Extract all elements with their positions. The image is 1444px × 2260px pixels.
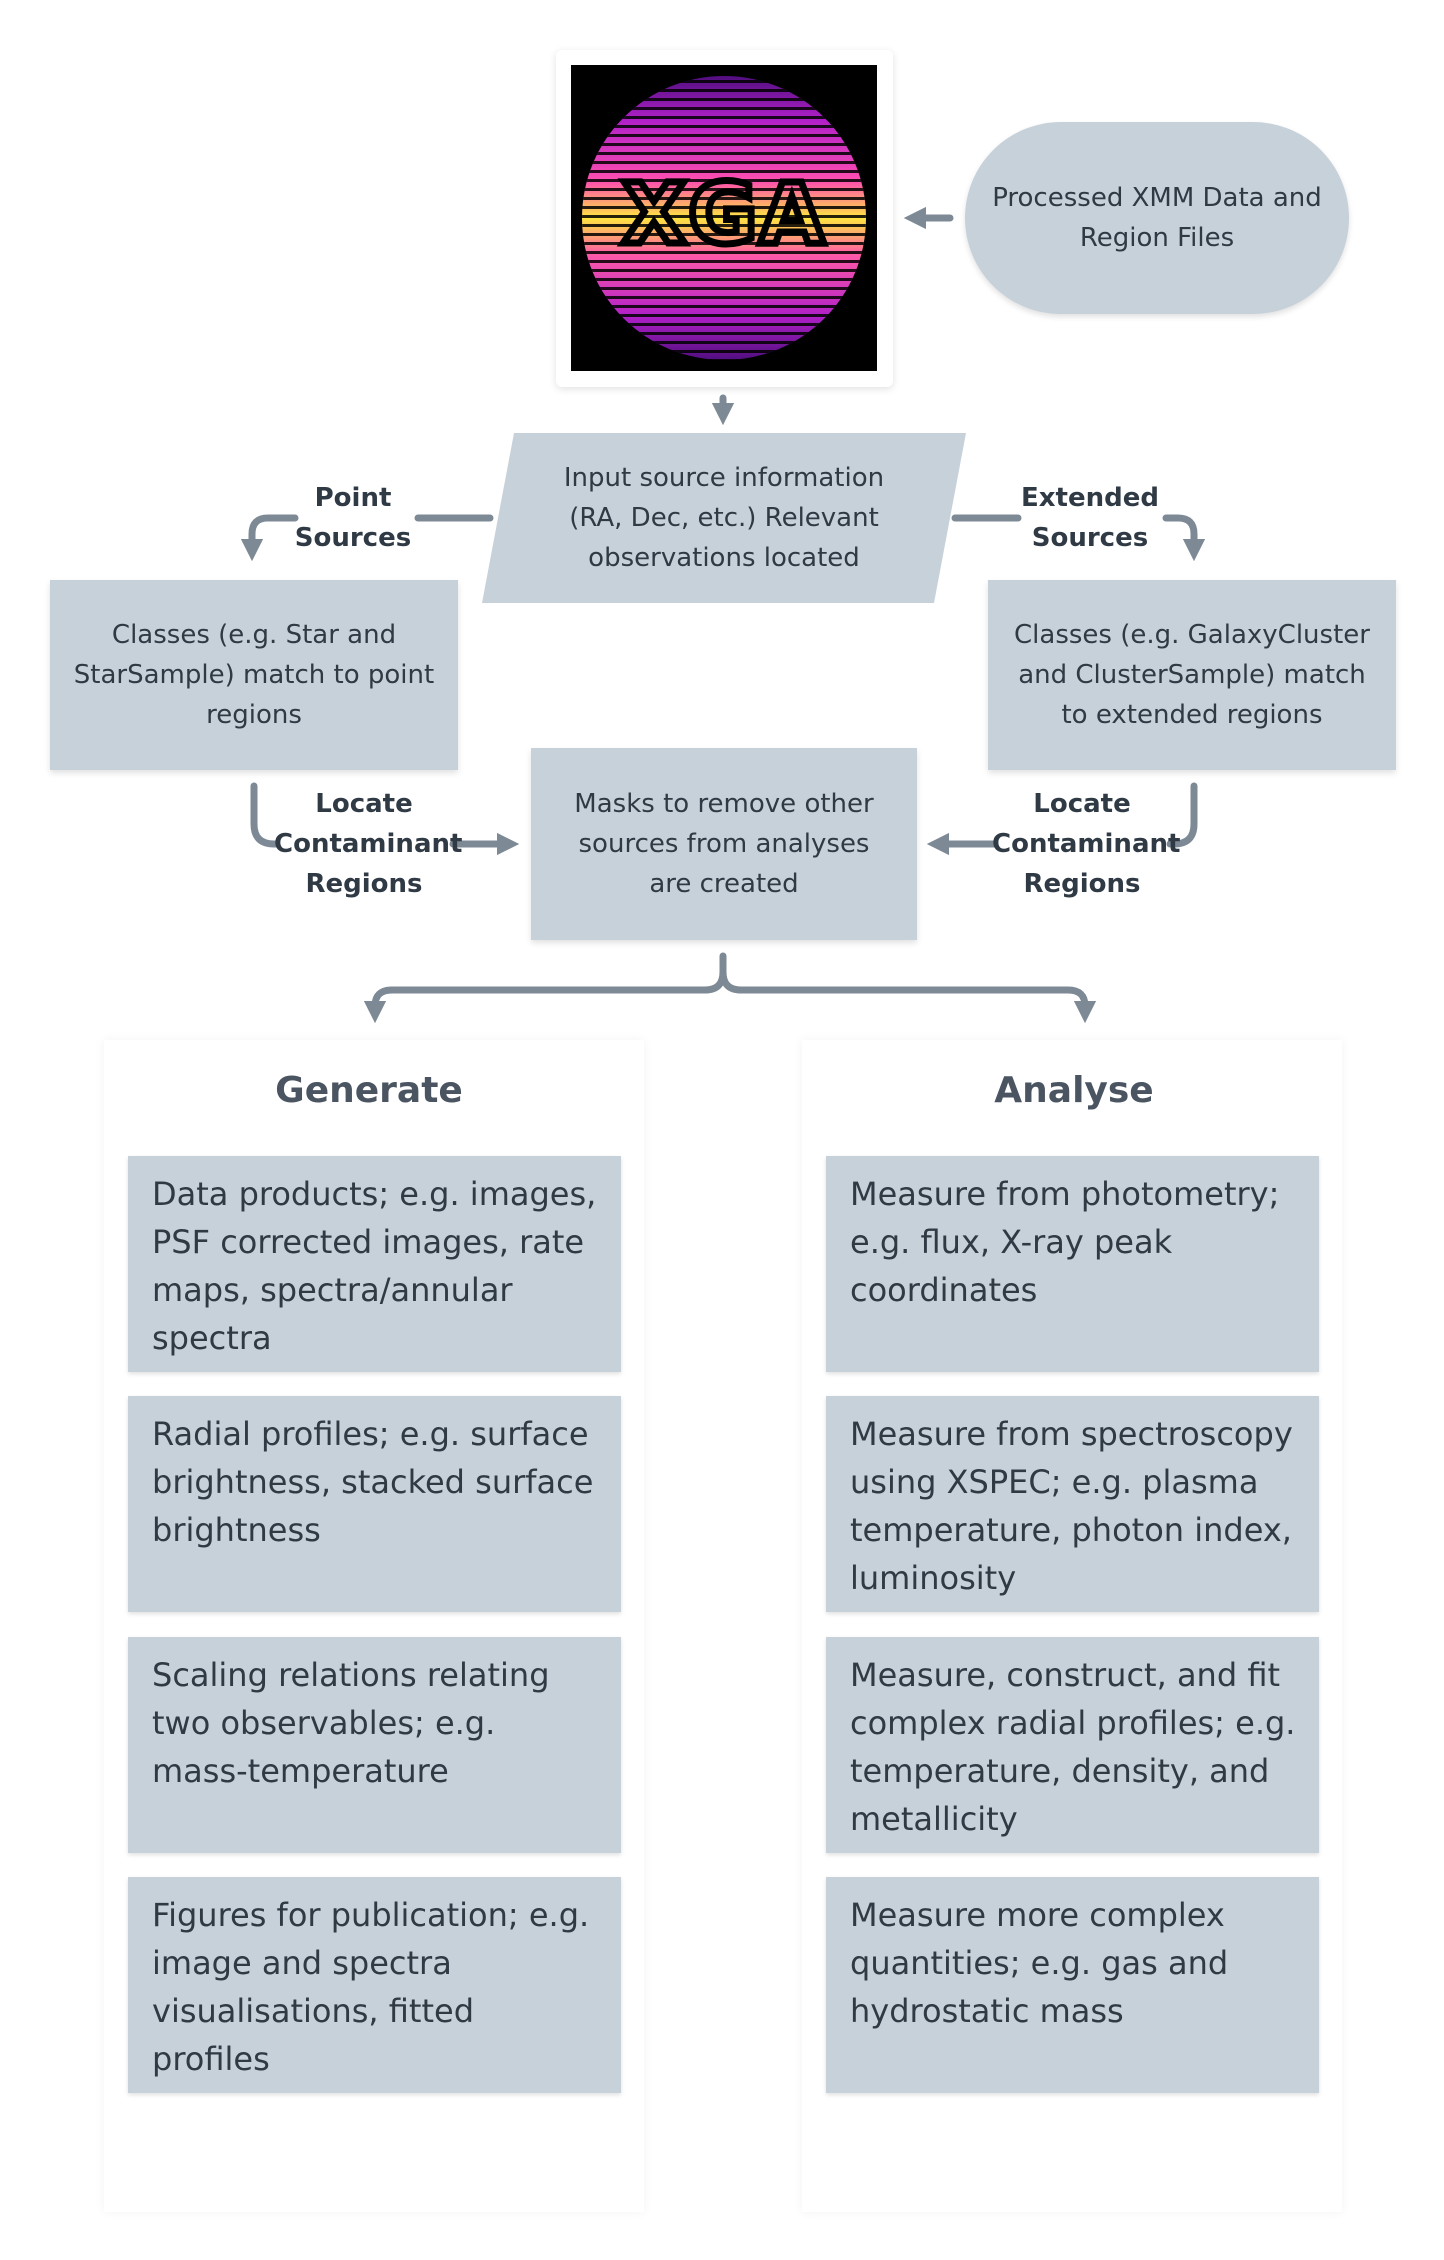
analyse-item: Measure more complex quantities; e.g. ga… xyxy=(826,1877,1319,2093)
input-source-parallelogram xyxy=(482,433,966,603)
masks-node: Masks to remove other sources from analy… xyxy=(531,748,917,940)
analyse-title: Analyse xyxy=(994,1070,1154,1111)
extended-classes-node: Classes (e.g. GalaxyCluster and ClusterS… xyxy=(988,580,1396,770)
analyse-item: Measure, construct, and fit complex radi… xyxy=(826,1637,1319,1853)
xga-logo-frame: XGA xyxy=(556,50,893,387)
generate-item: Data products; e.g. images, PSF correcte… xyxy=(128,1156,621,1372)
generate-title: Generate xyxy=(275,1070,463,1111)
extended-classes-text: Classes (e.g. GalaxyCluster and ClusterS… xyxy=(1014,620,1370,730)
xga-logo-text: XGA xyxy=(622,165,827,263)
processed-xmm-data-node: Processed XMM Data and Region Files xyxy=(965,122,1349,314)
point-sources-label: Point Sources xyxy=(294,483,412,553)
arrow-masks-brace xyxy=(363,952,727,1024)
xga-logo: XGA xyxy=(571,65,877,371)
arrow-point-to-classes xyxy=(240,514,299,562)
arrow-extended-to-classes xyxy=(1162,514,1206,562)
locate-contaminant-left-label: Locate Contaminant Regions xyxy=(274,789,463,899)
point-classes-text: Classes (e.g. Star and StarSample) match… xyxy=(73,620,435,730)
generate-item: Figures for publication; e.g. image and … xyxy=(128,1877,621,2093)
point-classes-node: Classes (e.g. Star and StarSample) match… xyxy=(50,580,458,770)
arrow-extended-contaminant xyxy=(1166,782,1198,848)
generate-item: Scaling relations relating two observabl… xyxy=(128,1637,621,1853)
arrow-masks-brace-right xyxy=(719,968,1097,1024)
input-source-info-node: Input source information (RA, Dec, etc.)… xyxy=(540,436,908,600)
input-source-info-text: Input source information (RA, Dec, etc.)… xyxy=(563,463,885,573)
arrow-point-contaminant xyxy=(250,782,280,848)
masks-text: Masks to remove other sources from analy… xyxy=(574,789,874,899)
processed-xmm-data-text: Processed XMM Data and Region Files xyxy=(992,183,1322,253)
extended-sources-label: Extended Sources xyxy=(1021,483,1159,553)
analyse-item: Measure from spectroscopy using XSPEC; e… xyxy=(826,1396,1319,1612)
generate-item: Radial profiles; e.g. surface brightness… xyxy=(128,1396,621,1612)
analyse-item: Measure from photometry; e.g. flux, X-ra… xyxy=(826,1156,1319,1372)
locate-contaminant-right-label: Locate Contaminant Regions xyxy=(992,789,1181,899)
